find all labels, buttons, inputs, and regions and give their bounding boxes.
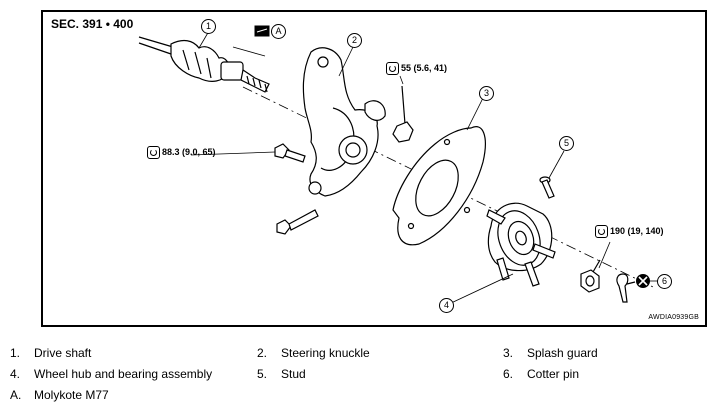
hub-nut [580,259,601,293]
molykote-symbol [254,25,270,37]
torque-wrench-icon [386,62,399,75]
callout-5: 5 [559,136,574,151]
figure-code: AWDIA0939GB [648,314,699,321]
callout-a: A [271,24,286,39]
legend-item: 2.Steering knuckle [257,346,370,360]
section-reference: SEC. 391 • 400 [51,17,134,31]
knuckle-bolt-lower [276,209,319,235]
torque-knuckle-nut: 55 (5.6, 41) [386,62,447,75]
torque-knuckle-bolt: 88.3 (9.0, 65) [147,146,216,159]
torque-wrench-icon [147,146,160,159]
cotter-pin-reuse-symbol [636,274,650,288]
legend-item: 5.Stud [257,367,306,381]
callout-2: 2 [347,33,362,48]
legend-item: A.Molykote M77 [10,388,109,402]
torque-hub-nut: 190 (19, 140) [595,225,664,238]
cotter-pin [616,273,636,303]
callout-1: 1 [201,19,216,34]
splash-guard [392,126,486,246]
callout-3: 3 [479,86,494,101]
drive-shaft [138,36,270,93]
wheel-hub-assembly [486,202,556,287]
knuckle-bolt-upper [274,143,306,163]
leader-lines [190,30,661,305]
legend-item: 6.Cotter pin [503,367,580,381]
legend-item: 3.Splash guard [503,346,598,360]
knuckle-nut [392,85,414,143]
callout-6: 6 [657,274,672,289]
exploded-diagram: SEC. 391 • 400 [41,10,707,327]
legend-item: 4.Wheel hub and bearing assembly [10,367,213,381]
stud [539,176,555,199]
legend-item: 1.Drive shaft [10,346,92,360]
callout-4: 4 [439,298,454,313]
steering-knuckle [302,47,386,197]
diagram-drawing [138,25,661,305]
torque-wrench-icon [595,225,608,238]
